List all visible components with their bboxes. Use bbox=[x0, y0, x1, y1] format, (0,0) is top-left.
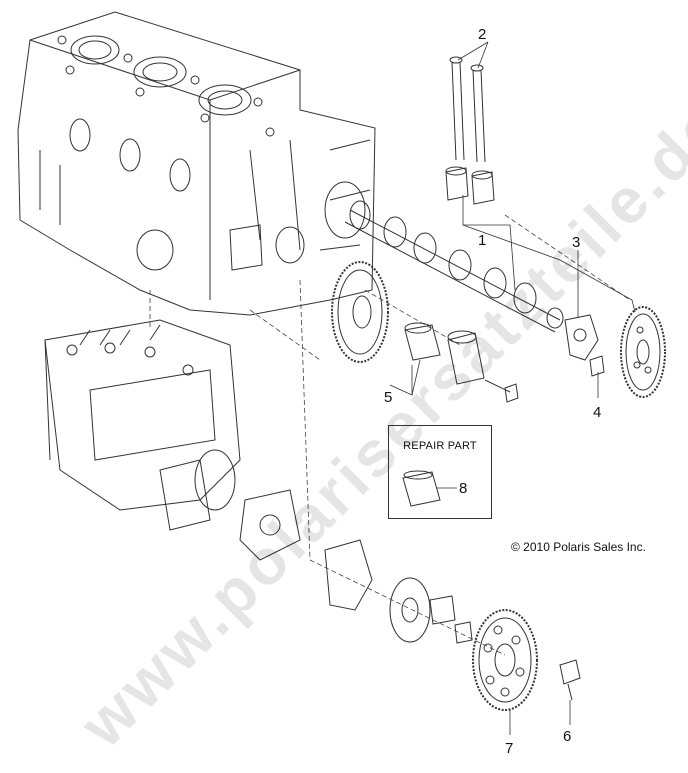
cam-gear bbox=[620, 306, 666, 398]
idler-gear bbox=[331, 261, 389, 363]
pushrods bbox=[449, 56, 486, 163]
repair-bushing bbox=[402, 470, 441, 507]
copyright-notice: © 2010 Polaris Sales Inc. bbox=[511, 540, 646, 554]
callout-8: 8 bbox=[459, 480, 468, 497]
callout-3: 3 bbox=[572, 234, 581, 251]
callout-1: 1 bbox=[478, 232, 487, 249]
callout-4: 4 bbox=[593, 404, 602, 421]
assembly-lines bbox=[149, 214, 631, 656]
lower-gasket bbox=[324, 539, 373, 611]
thrust-plate bbox=[564, 314, 599, 361]
repair-part-box: REPAIR PART bbox=[388, 425, 492, 519]
pump-gasket bbox=[239, 489, 301, 561]
callout-5: 5 bbox=[384, 389, 393, 406]
camshaft bbox=[344, 200, 564, 333]
pump-hub bbox=[389, 577, 473, 644]
tappets bbox=[445, 166, 495, 205]
callout-7: 7 bbox=[505, 740, 514, 757]
repair-part-title: REPAIR PART bbox=[403, 440, 477, 452]
gear-nut bbox=[559, 659, 581, 701]
injection-pump bbox=[44, 319, 241, 531]
pump-drive-gear bbox=[472, 609, 538, 711]
idler-shaft bbox=[447, 330, 519, 403]
callout-2: 2 bbox=[478, 26, 487, 43]
idler-bushing bbox=[404, 322, 441, 361]
bolt-4 bbox=[589, 355, 605, 377]
leader-lines bbox=[389, 41, 636, 735]
callout-6: 6 bbox=[563, 728, 572, 745]
engine-block bbox=[17, 11, 376, 316]
